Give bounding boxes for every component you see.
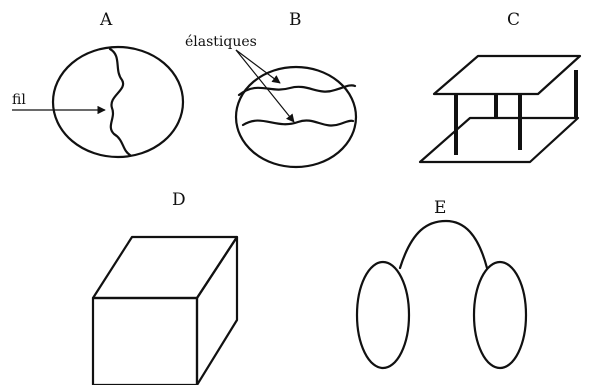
figure-d-side-face [195, 235, 239, 385]
figure-a: A fil [12, 10, 185, 159]
figure-d-top-face [91, 235, 239, 300]
figure-a-label: A [99, 10, 113, 30]
figure-a-thread [108, 47, 132, 157]
figure-b-arrow-top [235, 49, 281, 84]
figure-b-circle [234, 65, 358, 169]
figure-c-top-plane [432, 54, 582, 96]
figure-d: D [91, 190, 239, 385]
figure-d-label: D [172, 190, 186, 210]
figure-a-annotation: fil [12, 92, 26, 108]
figure-c: C [418, 10, 582, 164]
figure-e: E [355, 198, 528, 370]
figure-e-label: E [434, 198, 446, 218]
figure-b-elastic-bottom [241, 119, 355, 127]
figure-c-bottom-plane [418, 116, 580, 164]
figure-b-label: B [289, 10, 302, 30]
figure-e-arch [398, 219, 489, 270]
figure-b-elastic-top [237, 84, 357, 97]
figure-c-label: C [507, 10, 520, 30]
figure-b-annotation: élastiques [185, 34, 257, 50]
figure-a-circle [51, 45, 185, 159]
figure-d-front-face [91, 296, 199, 385]
figure-b: B élastiques [185, 10, 358, 169]
figure-b-arrow-bottom [235, 49, 295, 123]
figure-e-left-oval [355, 260, 411, 370]
figure-e-right-oval [472, 260, 528, 370]
